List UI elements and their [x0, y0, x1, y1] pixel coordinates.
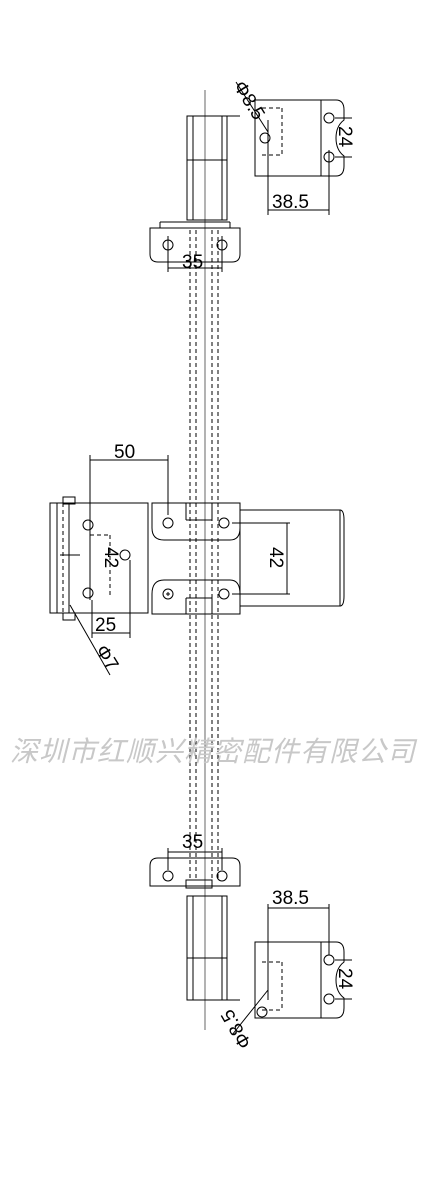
top-latch: [235, 81, 352, 215]
center-plate-right: [232, 509, 345, 607]
dim-center-left-width: 25: [95, 615, 116, 636]
dim-center-left-pitch: 42: [100, 547, 121, 568]
company-watermark: 深圳市红顺兴精密配件有限公司: [10, 735, 417, 768]
dim-top-bracket-span: 35: [182, 252, 203, 273]
dim-50-guides: [89, 455, 169, 515]
dim-bottom-width: 38.5: [272, 888, 309, 909]
dim-top-width: 38.5: [272, 192, 309, 213]
dim-center-right-pitch: 42: [265, 547, 286, 568]
center-handle-housing: [49, 496, 149, 676]
bottom-latch: [231, 904, 352, 1036]
bottom-bracket: [149, 848, 241, 889]
bottom-rod-end: [186, 895, 240, 1001]
dim-top-pitch: 24: [334, 126, 355, 148]
dim-bottom-pitch: 24: [334, 968, 355, 990]
dim-bottom-bracket-span: 35: [182, 832, 203, 853]
rod-hidden-lines: [189, 230, 219, 880]
top-rod-end: [186, 115, 240, 221]
dim-center-hole-dia: Φ7: [91, 642, 122, 675]
dim-left-offset: 50: [114, 442, 135, 463]
dim-top-hole-dia: Φ8.5: [229, 78, 269, 124]
top-bracket: [149, 221, 241, 272]
